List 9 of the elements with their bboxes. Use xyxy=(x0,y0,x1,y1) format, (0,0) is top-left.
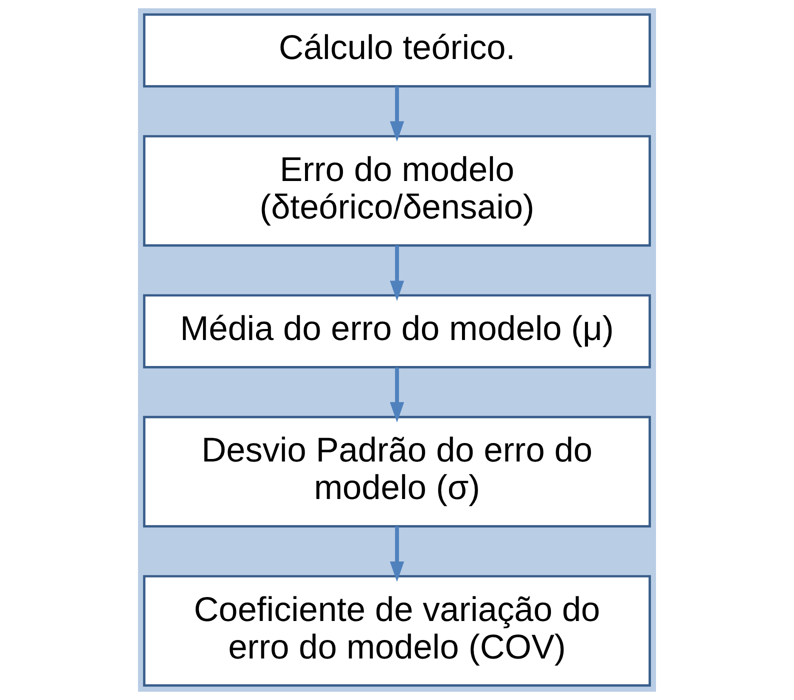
arrow xyxy=(390,86,404,142)
arrow xyxy=(390,367,404,422)
node-box: Média do erro do modelo (μ) xyxy=(143,294,651,368)
node-box: Desvio Padrão do erro do modelo (σ) xyxy=(143,416,651,528)
node-box: Coeficiente de variação do erro do modelo (COV) xyxy=(143,575,651,687)
arrow xyxy=(390,246,404,302)
node-box: Erro do modelo (δteórico/δensaio) xyxy=(143,135,651,247)
arrow xyxy=(390,526,404,582)
node-box: Cálculo teórico. xyxy=(143,13,651,88)
